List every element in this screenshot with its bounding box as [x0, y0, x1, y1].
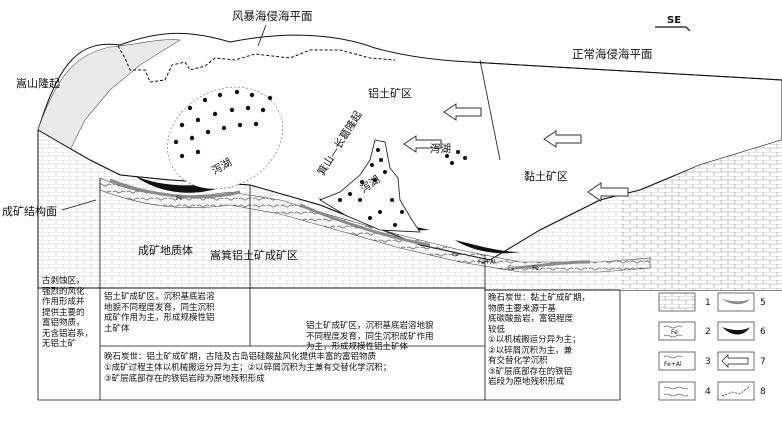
- mid-left-description: 铝土矿成矿区，沉积基底岩溶 地貌不同程度发育，同生沉积 成矿作用为主，形成规模性…: [104, 292, 248, 334]
- fe-small-label-2: Fe: [452, 251, 459, 258]
- right-description: 晚石炭世：黏土矿成矿期， 物质主要来源于基 底碳酸盐岩，富铝程度 较低 ①以机械…: [488, 293, 616, 388]
- clay-area-label: 黏土矿区: [524, 169, 568, 183]
- direction-label: SE: [667, 15, 681, 26]
- bauxite-area-label: 铝土矿区: [368, 86, 412, 100]
- fe-small-label-4: Fe: [532, 265, 539, 272]
- legend: 1 Fe 2 Fe+Al 3 4 5 6 7 8: [659, 293, 766, 400]
- fe-al-small-label: Fe+Al: [478, 259, 496, 266]
- legend-number-1: 1: [705, 298, 711, 308]
- left-description: 古剥蚀区， 强烈的风化 作用形成并 提供主要的 富铝物质， 无含铝岩系， 无铝土…: [42, 276, 98, 350]
- lagoon-right-label: 泻湖: [430, 142, 451, 155]
- ore-structure-surface-label: 成矿结构面: [2, 204, 57, 218]
- legend-number-7: 7: [760, 357, 766, 367]
- mid-right-description: 铝土矿成矿区，沉积基底岩溶地貌 不同程度发育，同生沉积成矿作用 为主，形成规模性…: [306, 321, 482, 353]
- legend-swatch-dashed: [718, 382, 754, 400]
- direction-arrow-icon: [655, 27, 690, 31]
- storm-sea-level-label: 风暴海侵海平面: [232, 9, 313, 23]
- legend-number-2: 2: [705, 327, 711, 337]
- bottom-description: 晚石炭世：铝土矿成矿期，古陆及古岛铝硅酸盐风化提供丰富的富铝物质 ①成矿过程主体…: [104, 352, 482, 385]
- normal-sea-level-label: 正常海侵海平面: [572, 47, 653, 61]
- legend-number-4: 4: [705, 387, 711, 397]
- direction-indicator: SE: [655, 15, 690, 31]
- songshan-uplift-label: 嵩山隆起: [16, 76, 60, 90]
- fe-small-label: Fe: [176, 195, 183, 202]
- legend-swatch-wavy: [659, 382, 695, 400]
- legend-swatch-limestone: [659, 293, 695, 311]
- songji-area-label: 嵩箕铝土矿成矿区: [210, 248, 298, 262]
- legend-number-6: 6: [760, 327, 766, 337]
- ore-geobody-label: 成矿地质体: [138, 243, 193, 257]
- legend-number-5: 5: [760, 298, 766, 308]
- legend-number-3: 3: [705, 357, 711, 367]
- legend-number-8: 8: [760, 387, 766, 397]
- legend-feal-text: Fe+Al: [664, 361, 682, 368]
- legend-fe-text: Fe: [671, 329, 678, 336]
- fe-small-label-3: Fe: [508, 265, 515, 272]
